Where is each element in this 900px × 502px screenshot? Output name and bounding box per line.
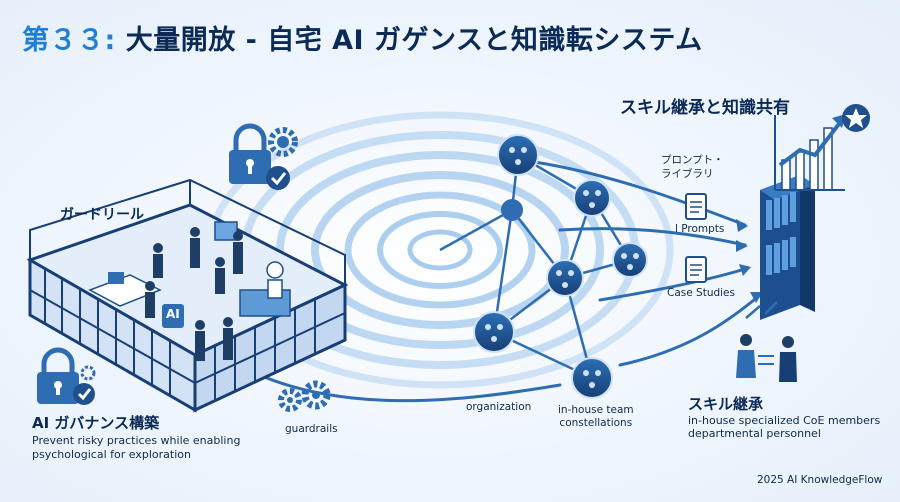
organization-label: organization (466, 401, 532, 413)
guardrails-label: guardrails (285, 423, 338, 435)
arrow-heads (736, 219, 763, 303)
title-number: 第３３: (22, 25, 116, 56)
skill-inheritance-description: in-house specialized CoE members departm… (688, 414, 898, 440)
document-icon (685, 193, 707, 220)
governance-description: Prevent risky practices while enabling p… (32, 434, 241, 461)
network-node-icon (612, 242, 648, 278)
check-badge-icon (266, 166, 290, 190)
skill-desc-line-2: departmental personnel (688, 427, 821, 440)
network-nodes (473, 134, 648, 399)
network-node-icon (501, 199, 523, 221)
skill-knowledge-title: スキル継承と知識共有 (620, 98, 790, 118)
office-scene (88, 221, 291, 361)
ai-badge-label: AI (166, 307, 180, 321)
prompt-library-label: プロンプト・ ライブラリ (661, 153, 724, 181)
network-node-icon (573, 179, 611, 217)
guardrail-enclosure (26, 178, 349, 413)
network-node-icon (546, 259, 584, 297)
skill-inheritance-title: スキル継承 (688, 395, 764, 413)
team-constellations-label: in-house team constellations (558, 404, 634, 430)
lock-icon (37, 347, 79, 404)
star-badge-icon (842, 104, 870, 132)
gear-icon (80, 365, 96, 381)
gear-icon (278, 388, 302, 412)
gear-icon (268, 127, 298, 157)
case-studies-label: Case Studies (667, 287, 735, 299)
growth-chart-icon (774, 114, 846, 191)
team-line-2: constellations (559, 417, 633, 429)
check-badge-icon (73, 383, 95, 405)
document-icon (685, 256, 707, 283)
network-node-icon (497, 134, 539, 176)
ai-badge (162, 304, 184, 328)
network-node-icon (571, 357, 613, 399)
robot-icon (266, 261, 284, 299)
guardrail-title: ガードリール (60, 207, 144, 223)
footer-credit: 2025 AI KnowledgeFlow (757, 474, 883, 486)
bookshelf-icon (760, 175, 815, 320)
lock-icon (229, 123, 271, 184)
team-line-1: in-house team (558, 404, 634, 416)
skill-desc-line-1: in-house specialized CoE members (688, 414, 881, 427)
page-title: 第３３: 大量開放 - 自宅 AI ガゲンスと知識転システム (22, 18, 703, 57)
gear-icon (301, 380, 331, 410)
network-node-icon (473, 311, 515, 353)
governance-title: AI ガバナンス構築 (32, 414, 160, 432)
prompt-library-line-2: ライブラリ (661, 168, 714, 180)
title-main: 大量開放 - 自宅 AI ガゲンスと知識転システム (115, 25, 703, 56)
flow-arrows (228, 158, 762, 403)
prompts-label: l Prompts (675, 223, 725, 235)
prompt-library-line-1: プロンプト・ (661, 154, 724, 166)
swirl-rings (206, 111, 674, 389)
people-icon (736, 301, 797, 382)
